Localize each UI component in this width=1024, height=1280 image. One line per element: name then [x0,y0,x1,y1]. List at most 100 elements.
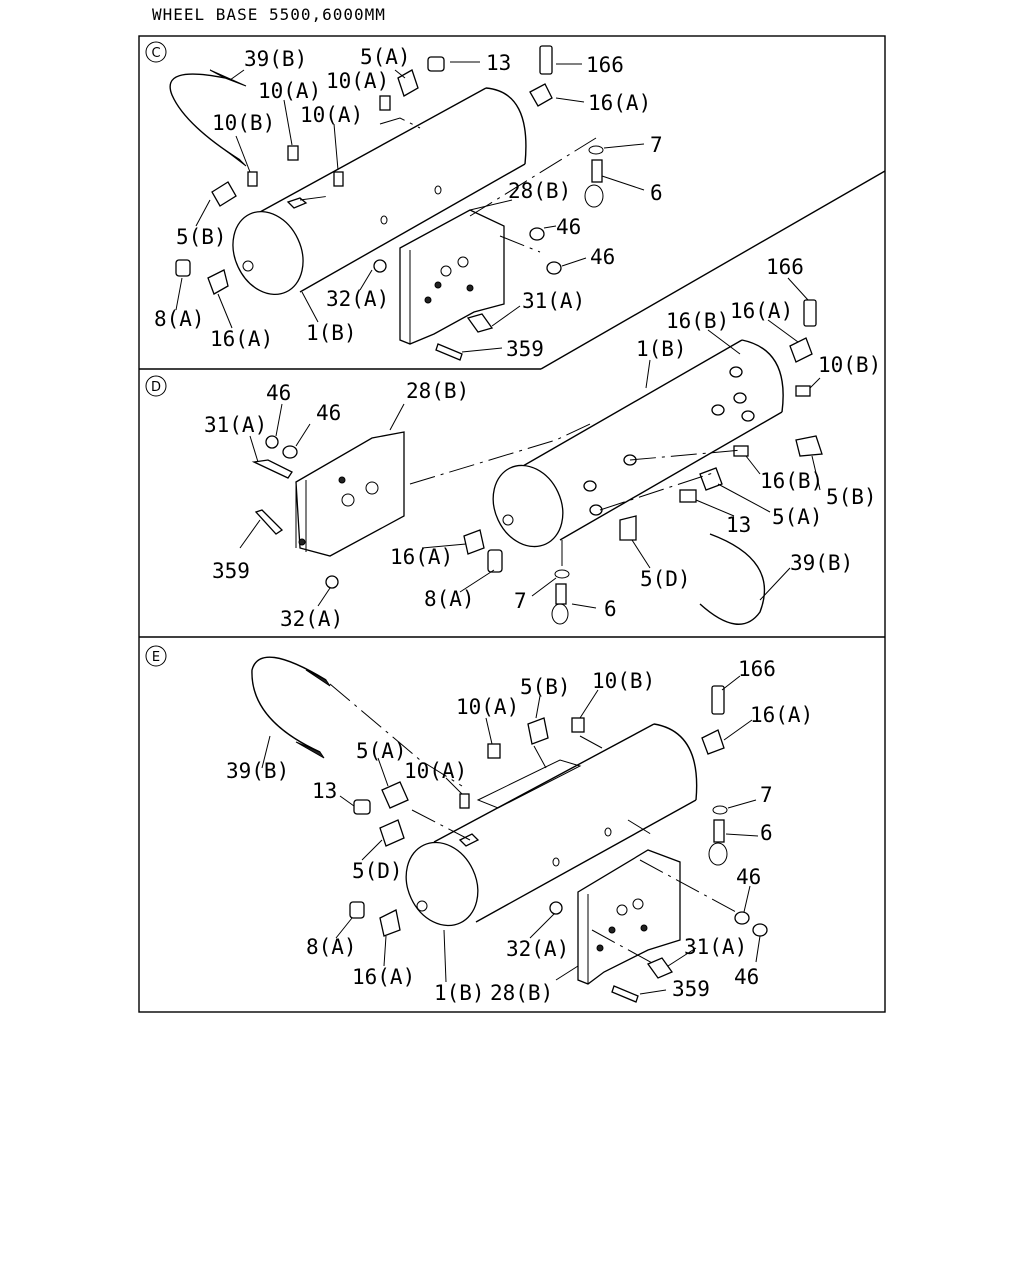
callout-13: 13 [726,513,751,537]
callout-10a: 10(A) [456,695,519,719]
diagram-frame [138,35,886,1013]
callout-10a: 10(A) [258,79,321,103]
plug-10a-c [379,95,391,111]
bracket-28b-d [295,431,405,557]
elbow-5a-c [397,69,419,97]
svg-text:D: D [151,380,161,395]
callout-32a: 32(A) [506,937,569,961]
nut-46-c [529,227,545,241]
callout-31a: 31(A) [684,935,747,959]
callout-16b-2: 16(B) [760,469,823,493]
bracket-28b-e [577,849,681,985]
elbow-5b-top-e [527,717,549,745]
drain-cock-8a-c [175,259,191,277]
callout-16a: 16(A) [750,703,813,727]
callout-8a: 8(A) [306,935,357,959]
callout-7: 7 [514,589,527,613]
callout-5b: 5(B) [520,675,571,699]
bolt-31a-e [647,957,673,979]
callout-5d: 5(D) [640,567,691,591]
drain-cock-8a-d [487,549,503,573]
callout-31a: 31(A) [204,413,267,437]
nut-46-2-d [282,445,298,459]
callout-10a-2: 10(A) [404,759,467,783]
callout-46-2: 46 [316,401,341,425]
bolt-31a-c [466,313,494,333]
air-tank-e [405,723,698,927]
drain-valve-6-c [584,159,604,208]
callout-13: 13 [312,779,337,803]
section-marker-c: C [145,41,167,63]
air-tank-c [232,87,527,296]
nut-46-2-e [752,923,768,937]
callout-6: 6 [604,597,617,621]
section-c-drawing: 39(B) 5(A) 13 166 10(A) 10(A) 16(A) 10(B… [154,45,663,361]
washer-7-c [588,145,604,155]
callout-10a-2: 10(A) [326,69,389,93]
callout-6: 6 [650,181,663,205]
callout-359: 359 [212,559,250,583]
callout-46: 46 [556,215,581,239]
section-marker-e: E [145,645,167,667]
callout-166: 166 [766,255,804,279]
stud-359-c [435,343,463,361]
plug-10b-c [247,171,258,187]
elbow-16a-c [207,269,229,295]
valve-166-c [539,45,553,75]
nut-46-e [734,911,750,925]
plug-10a-3-c [333,171,344,187]
elbow-5b-d [795,435,823,457]
callout-5b: 5(B) [176,225,227,249]
callout-6: 6 [760,821,773,845]
nut-32a-e [549,901,563,915]
callout-16a-2: 16(A) [390,545,453,569]
section-d-drawing: 166 16(B) 16(A) 1(B) 10(B) 46 28(B) 46 3… [204,255,881,631]
elbow-5d-d [619,515,637,541]
svg-text:E: E [152,650,160,665]
elbow-5a-e [381,781,409,809]
plug-13-c [427,56,445,72]
valve-166-e [711,685,725,715]
callout-10b: 10(B) [592,669,655,693]
plug-10b-e [571,717,585,733]
air-tank-d [492,339,784,548]
plug-10a-e [487,743,501,759]
plug-10b-d [795,385,811,397]
callout-8a: 8(A) [424,587,475,611]
stud-359-d [254,509,284,535]
nut-32a-d [325,575,339,589]
callout-16a: 16(A) [588,91,651,115]
callout-166: 166 [586,53,624,77]
bracket-28b-c [399,209,505,345]
callout-39b: 39(B) [226,759,289,783]
page-title: WHEEL BASE 5500,6000MM [152,5,386,24]
drain-valve-6-d [551,583,569,625]
elbow-16a-top-e [701,729,725,755]
callout-1b: 1(B) [434,981,485,1005]
callout-359: 359 [672,977,710,1001]
callout-7: 7 [760,783,773,807]
plug-10a-2-c [287,145,299,161]
callout-16a: 16(A) [730,299,793,323]
nut-46-2-c [546,261,562,275]
nut-32a-c [373,259,387,273]
callout-5d: 5(D) [352,859,403,883]
stud-359-e [611,985,639,1003]
callout-46: 46 [266,381,291,405]
valve-166-d [803,299,817,327]
callout-10b: 10(B) [818,353,881,377]
callout-31a: 31(A) [522,289,585,313]
callout-7: 7 [650,133,663,157]
callout-166: 166 [738,657,776,681]
hose-39b-d [699,533,765,625]
callout-1b: 1(B) [306,321,357,345]
divider-c-d-diagonal [540,170,886,370]
callout-32a: 32(A) [280,607,343,631]
callout-13: 13 [486,51,511,75]
elbow-5b-c [211,181,237,207]
svg-text:C: C [151,46,160,61]
drain-valve-6-e [708,819,728,866]
drain-cock-8a-e [349,901,365,919]
callout-28b: 28(B) [406,379,469,403]
